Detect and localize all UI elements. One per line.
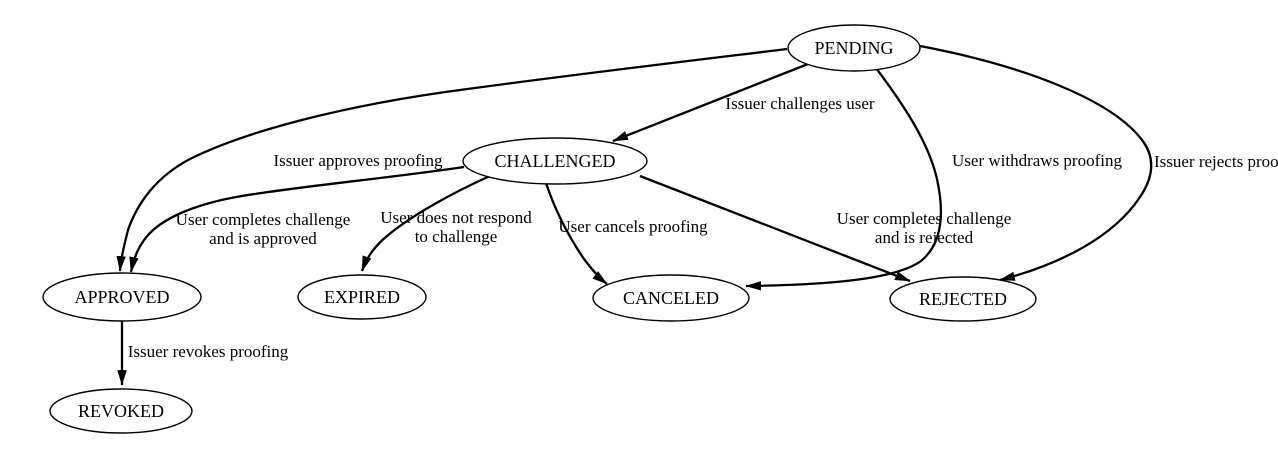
node-ellipse-expired [297, 274, 427, 320]
edge-label-pending-to-canceled: User withdraws proofing [952, 151, 1122, 170]
edge-challenged-to-rejected [639, 174, 911, 283]
node-ellipse-canceled [592, 274, 750, 322]
node-label-approved: APPROVED [74, 287, 169, 307]
edge-pending-to-canceled [745, 67, 942, 291]
node-label-rejected: REJECTED [919, 289, 1007, 309]
state-node-rejected: REJECTED [889, 276, 1037, 322]
edge-pending-to-rejected [919, 44, 1153, 282]
edge-pending-to-challenged [612, 62, 809, 143]
node-ellipse-rejected [889, 276, 1037, 322]
edge-label-pending-to-approved: Issuer approves proofing [273, 151, 443, 170]
state-node-pending: PENDING [787, 24, 921, 72]
node-ellipse-pending [787, 24, 921, 72]
state-node-challenged: CHALLENGED [462, 137, 648, 185]
node-ellipse-challenged [462, 137, 648, 185]
node-label-revoked: REVOKED [78, 401, 164, 421]
edge-pending-to-approved [116, 47, 788, 272]
state-node-canceled: CANCELED [592, 274, 750, 322]
edge-label-pending-to-challenged: Issuer challenges user [725, 94, 875, 113]
state-node-expired: EXPIRED [297, 274, 427, 320]
node-label-pending: PENDING [815, 38, 894, 58]
node-label-canceled: CANCELED [623, 288, 719, 308]
node-label-challenged: CHALLENGED [495, 151, 616, 171]
edge-challenged-to-expired [360, 174, 491, 272]
edge-label-approved-to-revoked: Issuer revokes proofing [128, 342, 289, 361]
node-label-expired: EXPIRED [324, 287, 400, 307]
node-ellipse-approved [42, 272, 202, 322]
edge-label-pending-to-rejected: Issuer rejects proofing [1154, 152, 1278, 171]
state-node-revoked: REVOKED [49, 388, 193, 434]
edge-label-challenged-to-canceled: User cancels proofing [558, 217, 708, 236]
edge-challenged-to-approved [129, 165, 465, 273]
edge-challenged-to-canceled [544, 182, 608, 285]
state-node-approved: APPROVED [42, 272, 202, 322]
